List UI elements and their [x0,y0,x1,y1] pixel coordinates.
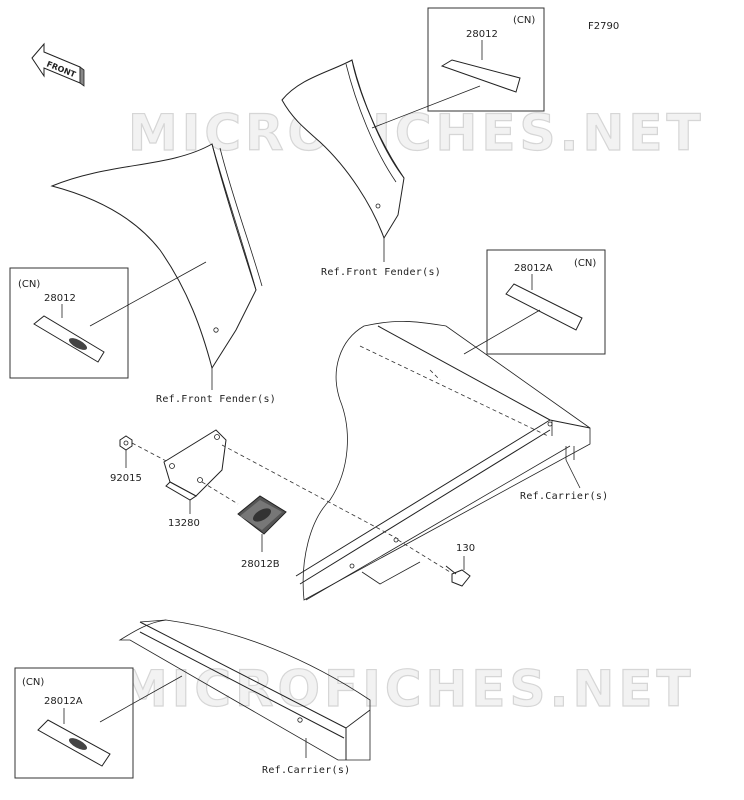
decal-28012a-mid [505,283,583,331]
part-bracket-label: 13280 [168,518,200,529]
carrier-bottom [118,619,371,761]
part-label-28012b: 28012B [241,559,280,570]
front-fender-left [50,143,263,390]
ref-carrier-bottom: Ref.Carrier(s) [262,765,351,776]
top-box-variant: (CN) [513,15,535,26]
mid-box-variant: (CN) [574,258,596,269]
top-box-part: 28012 [466,29,498,40]
logo-emblem-bottom [68,738,88,750]
bottom-box-part: 28012A [44,696,83,707]
figure-code: F2790 [588,21,619,32]
part-nut-label: 92015 [110,473,142,484]
front-fender-top [281,59,405,262]
ref-front-fender-left: Ref.Front Fender(s) [156,394,276,405]
left-box-variant: (CN) [18,279,40,290]
mid-box-part: 28012A [514,263,553,274]
part-bolt-label: 130 [456,543,475,554]
left-box-part: 28012 [44,293,76,304]
decal-28012-top [440,59,521,93]
label-28012b [237,495,287,552]
bracket-13280 [163,429,227,514]
front-arrow-icon: FRONT [31,42,85,87]
ref-front-fender-top: Ref.Front Fender(s) [321,267,441,278]
callout-box-left [9,267,129,379]
bottom-box-variant: (CN) [22,677,44,688]
bolt-130 [445,556,471,587]
callout-box-bottom [14,667,134,779]
callout-box-top [427,7,545,112]
logo-emblem-left [68,338,88,350]
watermark-top: MICROFICHES.NET [128,104,705,162]
nut-92015 [119,435,133,468]
ref-carrier-mid: Ref.Carrier(s) [520,491,609,502]
carrier-mid [295,320,591,601]
watermark-bottom: MICROFICHES.NET [118,660,695,718]
decal-28012-left [33,315,105,363]
